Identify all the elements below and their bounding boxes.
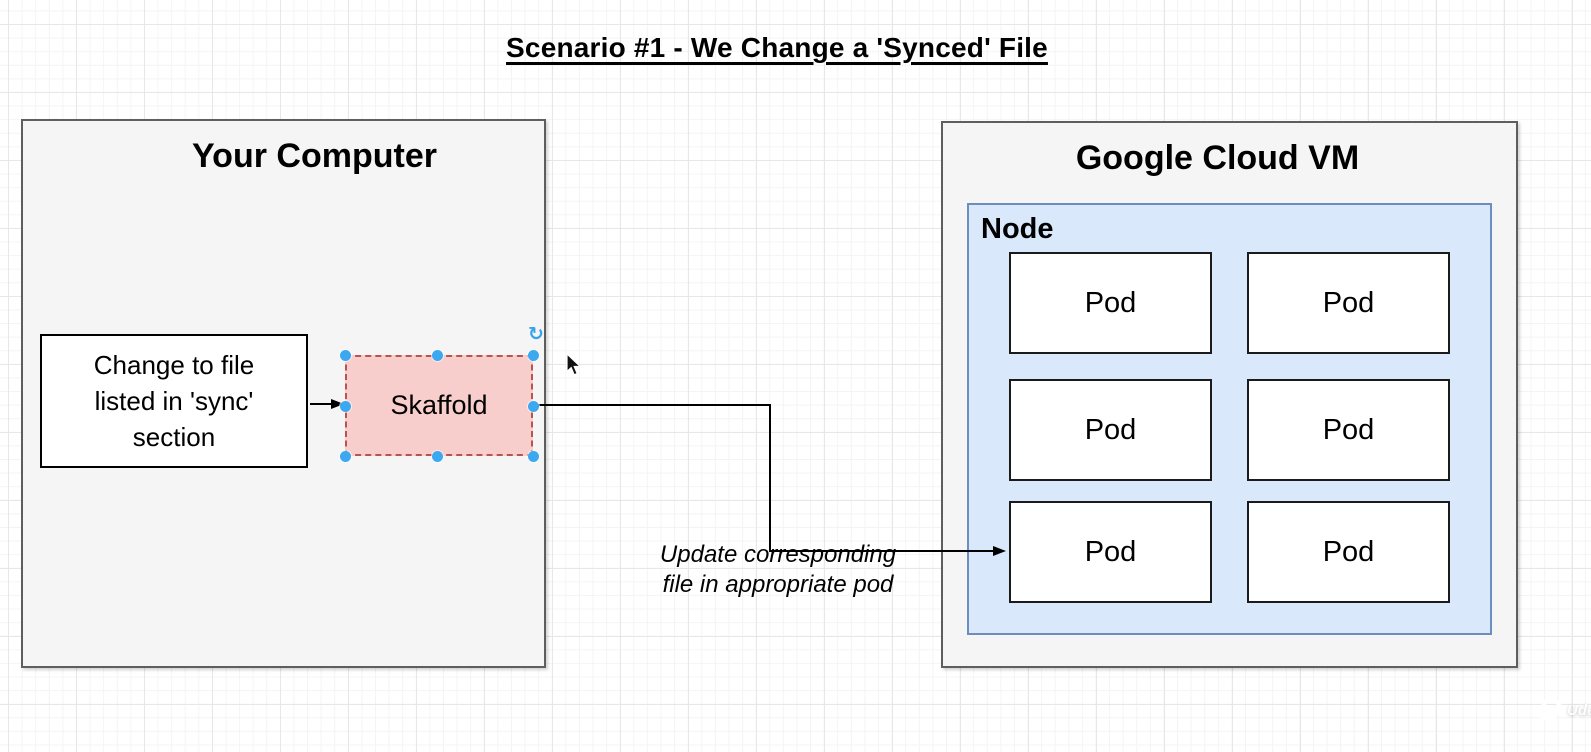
connector-skaffold-to-pod[interactable]	[533, 404, 1006, 556]
pod-box[interactable]: Pod	[1247, 252, 1450, 354]
pod-box[interactable]: Pod	[1009, 252, 1212, 354]
udemy-logo-icon	[1539, 699, 1563, 721]
selection-handle-ne[interactable]	[527, 349, 539, 361]
rotate-handle-icon[interactable]: ↻	[528, 324, 544, 345]
selection-handle-s[interactable]	[431, 450, 443, 462]
google-cloud-vm-label: Google Cloud VM	[1075, 139, 1360, 177]
selection-handle-w[interactable]	[339, 400, 351, 412]
change-to-file-line: Change to file	[93, 350, 255, 380]
change-to-file-line: listed in 'sync'	[94, 386, 254, 416]
pod-box[interactable]: Pod	[1247, 379, 1450, 481]
mouse-cursor-icon	[566, 353, 582, 376]
diagram-title[interactable]: Scenario #1 - We Change a 'Synced' File	[506, 32, 1048, 63]
change-to-file-box[interactable]: Change to file listed in 'sync' section	[40, 334, 308, 468]
skaffold-label: Skaffold	[390, 390, 488, 420]
pod-box[interactable]: Pod	[1009, 501, 1212, 603]
flow-label-line: Update corresponding	[659, 541, 897, 568]
change-to-file-line: section	[132, 422, 216, 452]
selection-handle-n[interactable]	[431, 349, 443, 361]
selection-handle-sw[interactable]	[339, 450, 351, 462]
flow-label[interactable]: Update corresponding file in appropriate…	[637, 540, 919, 600]
your-computer-label: Your Computer	[192, 137, 437, 175]
selection-handle-e[interactable]	[527, 400, 539, 412]
watermark-text: Udemy	[1567, 701, 1591, 719]
watermark: Udemy	[1533, 696, 1591, 724]
selection-handle-nw[interactable]	[339, 349, 351, 361]
skaffold-box[interactable]: Skaffold	[345, 355, 533, 456]
pod-box[interactable]: Pod	[1009, 379, 1212, 481]
node-label: Node	[981, 213, 1054, 245]
flow-label-line: file in appropriate pod	[662, 571, 894, 598]
pod-box[interactable]: Pod	[1247, 501, 1450, 603]
selection-handle-se[interactable]	[527, 450, 539, 462]
